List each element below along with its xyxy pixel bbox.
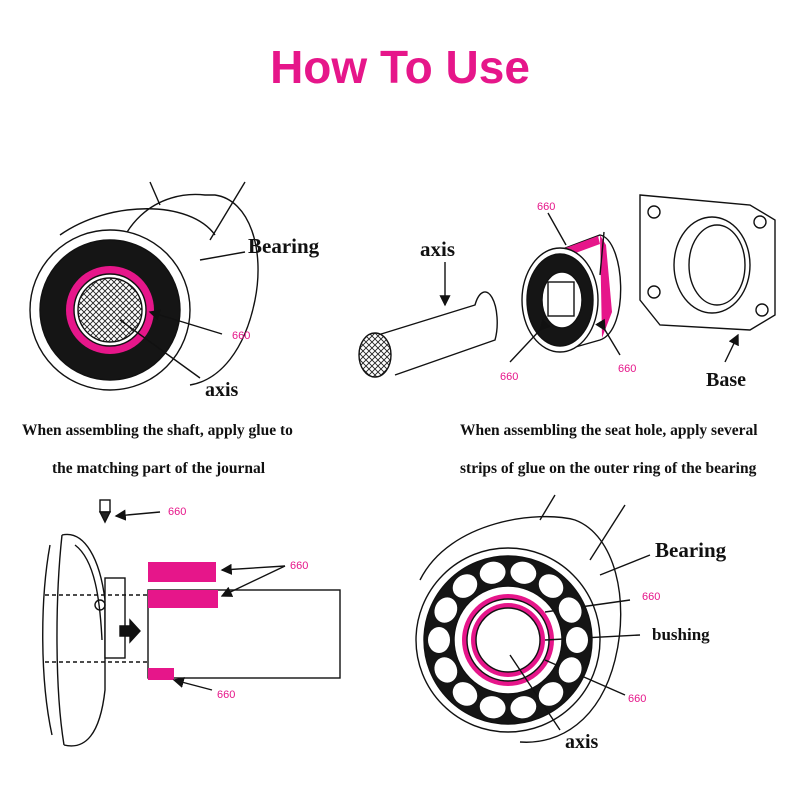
caption-shaft-line1: When assembling the shaft, apply glue to [22, 422, 293, 439]
pulley-body [61, 533, 106, 747]
glue-pointer-3c [172, 677, 213, 691]
label-bearing: Bearing [248, 234, 320, 258]
insert-arrow [119, 618, 141, 644]
glue-nozzle-tip [98, 511, 112, 524]
base-hole [647, 285, 661, 299]
label-bushing: bushing [652, 625, 710, 644]
pulley-rim [42, 544, 53, 736]
glue-nozzle [99, 499, 111, 513]
base-bore [673, 216, 751, 314]
glue-strip-shaft-a [148, 590, 218, 608]
label-glue-3a: 660 [168, 506, 186, 518]
base-pointer [724, 333, 739, 363]
label-axis: axis [205, 379, 239, 401]
bearing-roller [510, 696, 537, 719]
glue-strip-shaft-b [148, 668, 174, 680]
bearing-top-edge [59, 208, 216, 236]
label-axis-4: axis [565, 731, 599, 753]
base-hole [755, 303, 769, 317]
bearing-pointer [199, 251, 246, 261]
bearing-guide-4 [589, 504, 626, 561]
glue-strip-right [600, 235, 612, 338]
bearing-roller [452, 574, 478, 598]
bearing-roller [510, 561, 537, 584]
page-title: How To Use [270, 41, 530, 93]
bearing-rollers [428, 561, 588, 719]
bushing-pointer [544, 634, 641, 641]
label-glue-2c: 660 [618, 363, 636, 375]
axis-cylinder [377, 291, 498, 376]
axis-end-mesh [77, 277, 143, 343]
base-hole [753, 215, 767, 229]
base-hole [647, 205, 661, 219]
bearing-pointer-4 [599, 554, 651, 576]
bearing-roller [558, 657, 582, 683]
glue-pointer-4b [544, 659, 626, 696]
label-glue-4b: 660 [628, 693, 646, 705]
pulley-hub [104, 577, 126, 659]
glue-pointer-2c [509, 319, 551, 363]
bearing-guide-line [149, 181, 161, 206]
set-screw-hole [94, 599, 106, 611]
bearing-roller [452, 682, 478, 706]
bearing-roller [434, 597, 458, 623]
glue-pointer [148, 309, 223, 335]
bearing-roller [479, 561, 506, 584]
bearing-guide-4 [539, 494, 556, 521]
caption-seat-line1: When assembling the seat hole, apply sev… [460, 422, 758, 439]
pulley-groove [74, 544, 103, 641]
caption-seat-line2: strips of glue on the outer ring of the … [460, 460, 757, 477]
axis-pointer-4 [509, 654, 561, 731]
glue-pointer-2b [599, 231, 605, 276]
axis-pointer [119, 319, 201, 379]
label-glue-3b: 660 [290, 560, 308, 572]
glue-pointer-2d [595, 318, 621, 356]
axis-bore [475, 607, 541, 673]
bore-hex [547, 281, 575, 317]
label-glue: 660 [232, 330, 250, 342]
bearing-roller [479, 696, 506, 719]
panel-pulley [42, 499, 341, 747]
bearing-roller [538, 682, 564, 706]
nozzle-pointer [114, 509, 161, 521]
bearing-roller [434, 657, 458, 683]
label-glue-2a: 660 [537, 201, 555, 213]
pulley-rim [56, 534, 65, 746]
label-base: Base [706, 369, 746, 391]
glue-strip-shaft-top [148, 562, 216, 582]
bearing-guide-line [209, 181, 246, 241]
glue-pointer-2a [547, 212, 567, 246]
bearing-outer-body [109, 193, 259, 386]
panel-shaft-bearing [29, 181, 259, 391]
panel-seat-hole [358, 194, 776, 378]
bearing-roller [558, 597, 582, 623]
caption-shaft-line2: the matching part of the journal [52, 460, 266, 477]
label-bearing-4: Bearing [655, 538, 727, 562]
label-glue-2b: 660 [500, 371, 518, 383]
label-glue-3c: 660 [217, 689, 235, 701]
bearing-roller [538, 574, 564, 598]
base-bore-inner [688, 224, 746, 306]
axis-cylinder-end [358, 332, 392, 378]
label-glue-4a: 660 [642, 591, 660, 603]
bearing-roller [566, 627, 588, 653]
bearing-outer-body-4 [419, 515, 622, 743]
glue-pointer-3a [220, 563, 286, 575]
glue-pointer-3b [220, 565, 286, 597]
label-axis-2: axis [420, 237, 455, 261]
bearing-roller [428, 627, 450, 653]
